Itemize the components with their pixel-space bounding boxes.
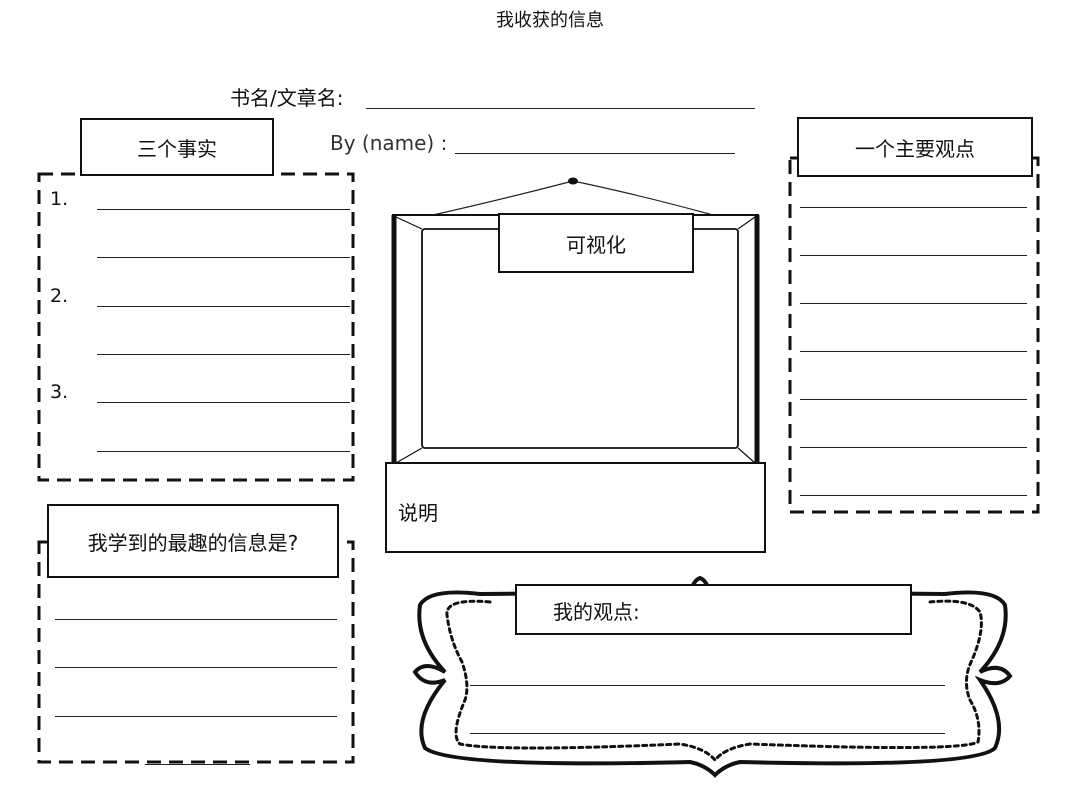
main-idea-line-1[interactable] xyxy=(800,207,1027,208)
facts-heading-box: 三个事实 xyxy=(80,118,274,176)
visualize-heading: 可视化 xyxy=(566,232,626,257)
fact-number-3: 3. xyxy=(50,381,69,403)
caption-label: 说明 xyxy=(398,501,438,525)
main-idea-dashed-box xyxy=(788,156,1040,514)
fact-3-line-2[interactable] xyxy=(97,451,350,452)
opinion-line-1[interactable] xyxy=(470,685,945,686)
fact-2-line-1[interactable] xyxy=(97,306,350,307)
main-idea-heading-box: 一个主要观点 xyxy=(797,117,1033,177)
main-idea-line-6[interactable] xyxy=(800,447,1027,448)
opinion-heading: 我的观点: xyxy=(553,600,640,624)
book-title-label: 书名/文章名: xyxy=(230,86,344,110)
opinion-line-2[interactable] xyxy=(470,733,945,734)
fact-1-line-1[interactable] xyxy=(97,209,350,210)
interesting-heading-box: 我学到的最趣的信息是? xyxy=(47,504,339,578)
drawing-area[interactable] xyxy=(424,272,736,446)
interesting-line-2[interactable] xyxy=(55,667,337,668)
main-idea-line-2[interactable] xyxy=(800,255,1027,256)
frame-hanger xyxy=(432,180,714,216)
fact-number-2: 2. xyxy=(50,285,69,307)
facts-dashed-box xyxy=(37,172,355,482)
interesting-heading: 我学到的最趣的信息是? xyxy=(87,530,299,555)
fact-number-1: 1. xyxy=(50,188,69,210)
main-idea-line-7[interactable] xyxy=(800,495,1027,496)
main-idea-line-3[interactable] xyxy=(800,303,1027,304)
fact-1-line-2[interactable] xyxy=(97,257,350,258)
visualize-heading-box: 可视化 xyxy=(498,213,694,273)
opinion-dotted-frame xyxy=(445,599,983,763)
worksheet-title: 我收获的信息 xyxy=(496,10,604,31)
main-idea-heading: 一个主要观点 xyxy=(855,136,975,161)
by-name-label: By (name) : xyxy=(330,131,448,155)
main-idea-line-4[interactable] xyxy=(800,351,1027,352)
facts-heading: 三个事实 xyxy=(137,136,217,161)
caption-box xyxy=(385,462,766,553)
interesting-line-1[interactable] xyxy=(55,619,337,620)
opinion-heading-box: 我的观点: xyxy=(515,584,912,635)
author-name-field[interactable] xyxy=(455,153,735,154)
main-idea-line-5[interactable] xyxy=(800,399,1027,400)
hanger-nail xyxy=(568,177,578,185)
fact-2-line-2[interactable] xyxy=(97,354,350,355)
interesting-short-line xyxy=(145,764,250,765)
book-title-field[interactable] xyxy=(366,108,755,109)
interesting-line-3[interactable] xyxy=(55,716,337,717)
fact-3-line-1[interactable] xyxy=(97,402,350,403)
